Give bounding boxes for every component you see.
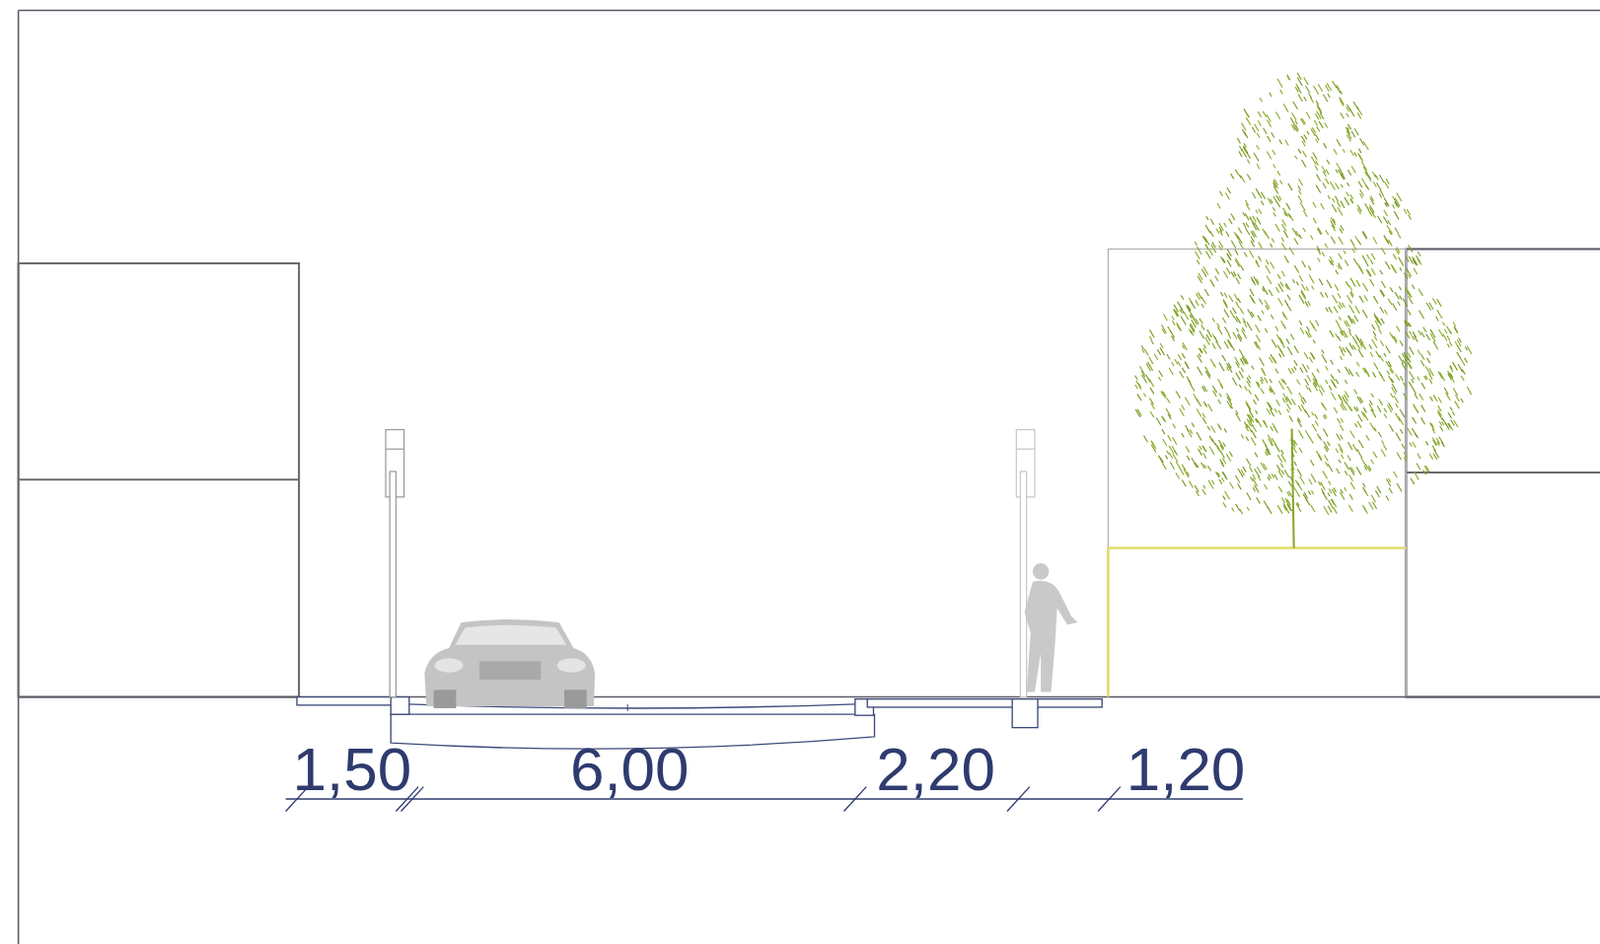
floor-line — [18, 478, 299, 481]
dimension-line — [286, 787, 1243, 812]
dimension-label: 1,20 — [1126, 738, 1246, 800]
ground-line — [18, 696, 1600, 699]
curb — [390, 697, 410, 716]
sidewalk — [867, 699, 1102, 708]
dimension-label: 6,00 — [570, 738, 690, 800]
dimension-label: 2,20 — [875, 738, 996, 800]
floor-line — [1405, 471, 1600, 474]
garden-wall — [1107, 548, 1406, 698]
sidewalk — [296, 697, 399, 706]
dimension-label: 1,50 — [292, 738, 413, 800]
building — [1405, 248, 1600, 697]
building — [18, 263, 299, 698]
pedestrian — [1024, 563, 1079, 692]
courtyard — [1107, 248, 1406, 697]
curb — [1012, 699, 1038, 728]
car — [424, 619, 595, 709]
tree — [1135, 72, 1472, 549]
frame-line — [18, 9, 1600, 12]
